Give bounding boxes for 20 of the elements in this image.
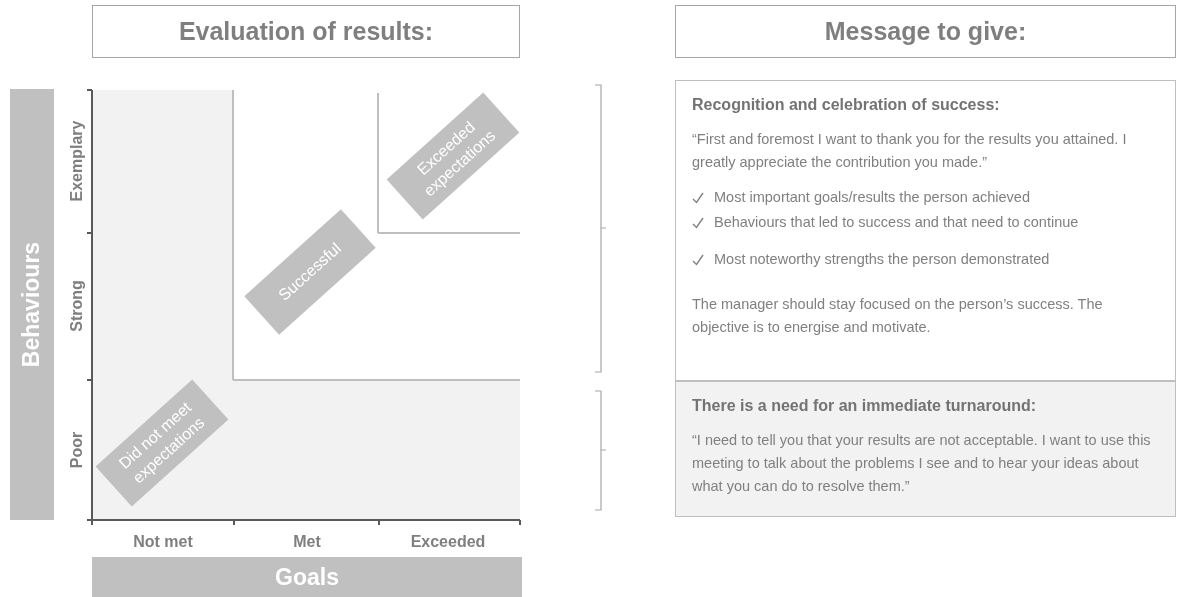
body-text: “I need to tell you that your results are not acceptable. I want to use this meeting to talk about the problems I see and to hear your ideas about what you can do to resolve them.” xyxy=(692,431,1152,496)
panel-heading: There is a need for an immediate turnaround: xyxy=(692,396,1038,416)
message-panel xyxy=(675,381,1176,517)
body-text: The manager should stay focused on the person’s success. The objective is to energise and motivate. xyxy=(692,295,1104,337)
checklist-item: Most noteworthy strengths the person demonstrated xyxy=(714,250,1050,269)
message-panel xyxy=(675,80,1176,381)
panel-heading: Recognition and celebration of success: xyxy=(692,95,1001,115)
checklist-item: Behaviours that led to success and that need to continue xyxy=(714,213,1079,232)
axis-title-bar: Goals xyxy=(92,557,522,597)
title-box: Evaluation of results: xyxy=(92,5,520,58)
body-text: “First and foremost I want to thank you for the results you attained. I greatly appreciate the contribution you made.” xyxy=(692,130,1128,172)
axis-tick-label: Not met xyxy=(133,533,193,551)
axis-tick-label: Exemplary xyxy=(68,120,86,202)
axis-tick-label: Exceeded xyxy=(410,533,486,551)
checklist-item: Most important goals/results the person achieved xyxy=(714,188,1030,207)
axis-tick-label: Met xyxy=(293,533,321,551)
axis-tick-label: Strong xyxy=(68,280,86,332)
axis-title-bar: Behaviours xyxy=(10,89,54,520)
title-box: Message to give: xyxy=(675,5,1176,58)
axis-tick-label: Poor xyxy=(68,431,86,469)
